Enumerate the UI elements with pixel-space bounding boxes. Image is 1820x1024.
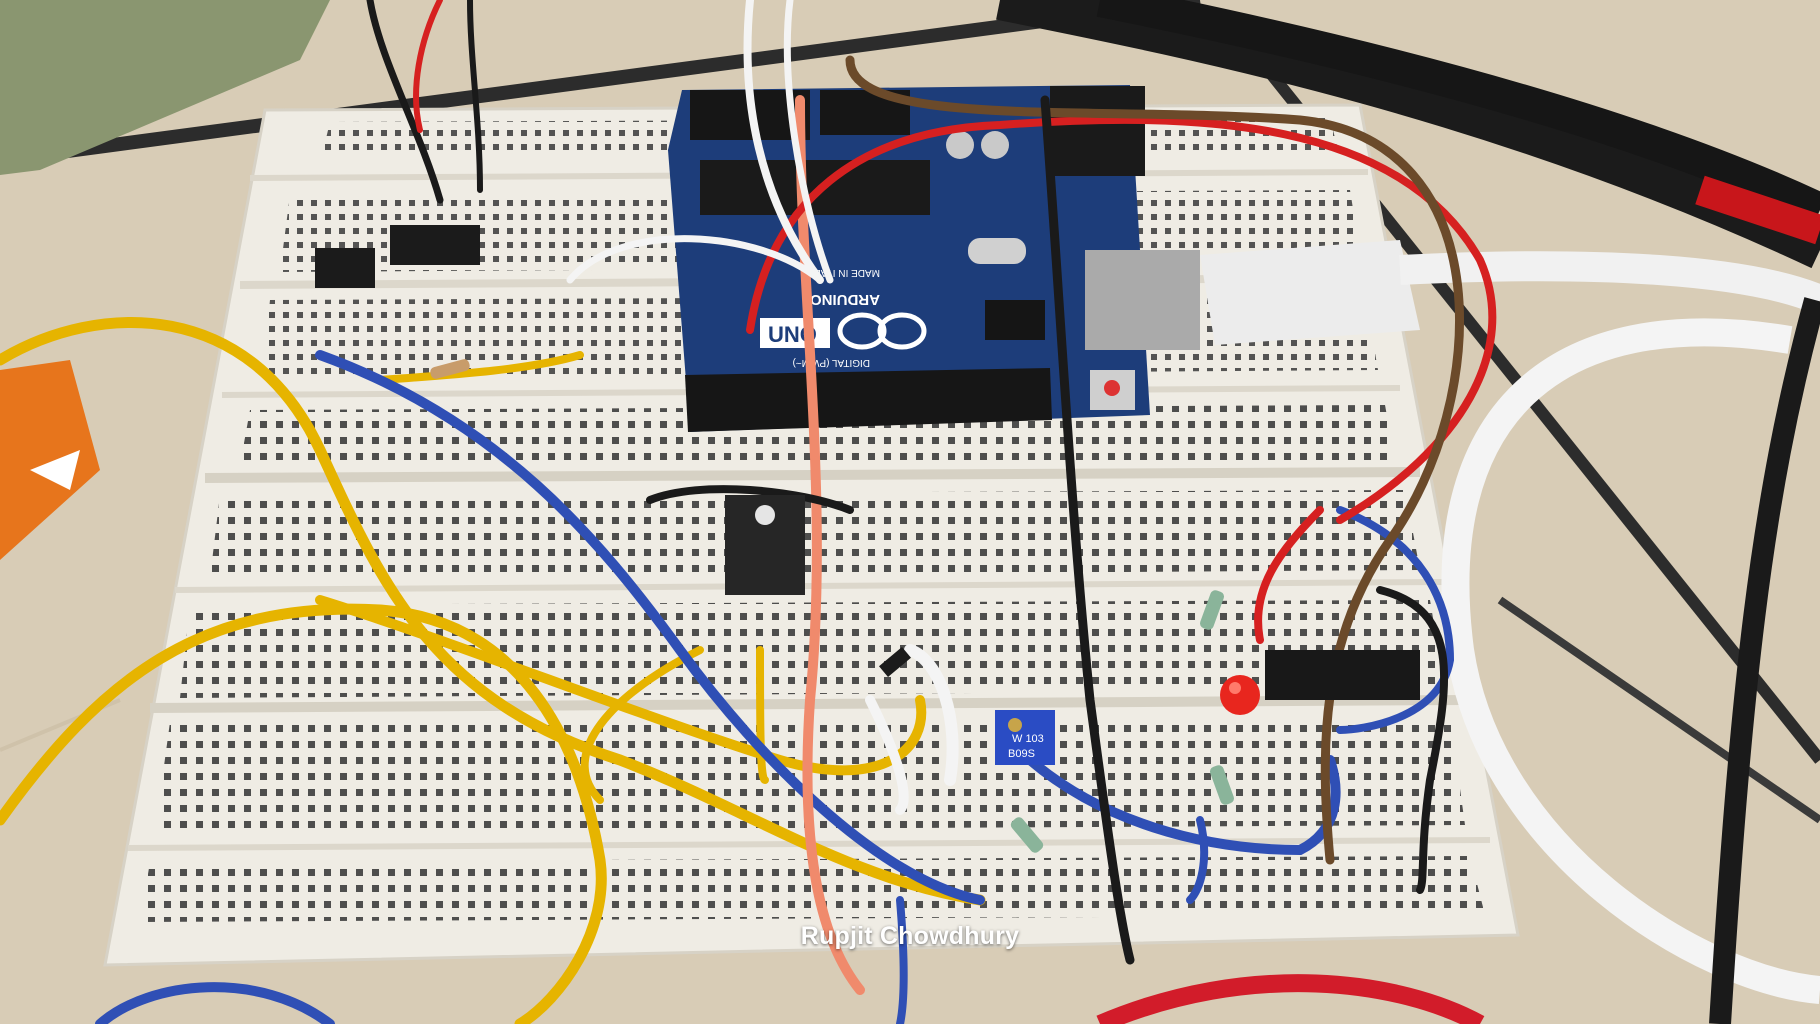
pot-label-1: W 103: [1012, 733, 1044, 745]
orange-box: [0, 360, 100, 560]
diode: [879, 646, 911, 678]
usb-cable: [1085, 240, 1820, 1004]
resistors: [430, 359, 1235, 853]
red-led: [1220, 675, 1260, 715]
arduino-logo: [837, 312, 927, 350]
board-made-in-text: MADE IN ITALY: [809, 267, 880, 278]
small-transistor: [315, 225, 480, 288]
watermark-text: Rupjit Chowdhury: [800, 922, 1020, 950]
potentiometer: W 103 B09S: [995, 710, 1055, 765]
board-digital-text: DIGITAL (PWM~): [793, 357, 871, 368]
board-logo-text: ARDUINO: [810, 291, 880, 308]
green-cloth: [0, 0, 330, 175]
ic-chip: [1265, 650, 1420, 700]
voltage-regulator: [725, 495, 805, 595]
probe-cables: [996, 0, 1820, 1024]
pot-label-2: B09S: [1008, 748, 1035, 760]
